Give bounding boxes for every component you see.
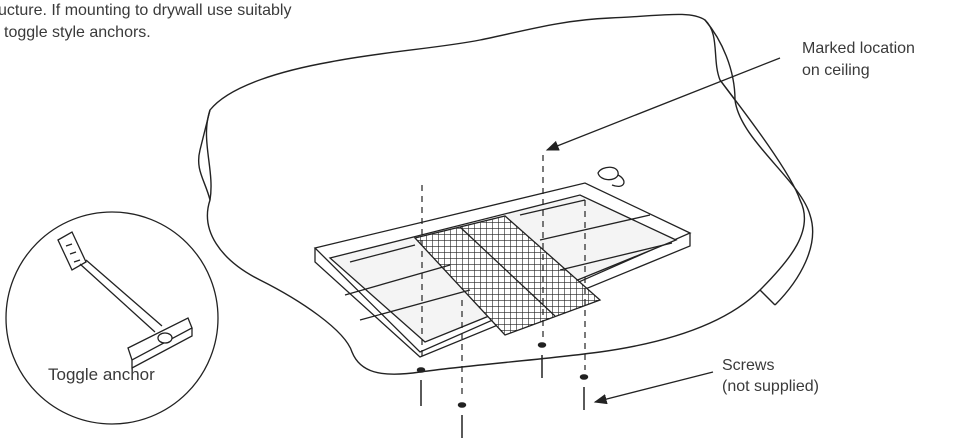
screws-arrow bbox=[593, 371, 714, 405]
marked-location-label-line-2: on ceiling bbox=[802, 62, 870, 79]
screws-note-label: (not supplied) bbox=[722, 378, 819, 395]
toggle-anchor-label: Toggle anchor bbox=[48, 365, 155, 384]
mounting-guide-lines bbox=[421, 155, 586, 398]
screw bbox=[416, 367, 426, 406]
toggle-anchor-illustration bbox=[57, 231, 193, 370]
screw bbox=[537, 342, 547, 378]
marked-location-label: Marked location bbox=[802, 40, 915, 57]
screws-label: Screws bbox=[722, 357, 775, 374]
marked-location-arrow bbox=[545, 57, 781, 151]
screw bbox=[457, 402, 467, 438]
instruction-line-2: toggle style anchors. bbox=[4, 24, 151, 41]
screws bbox=[416, 342, 589, 438]
instruction-line-1: ucture. If mounting to drywall use suita… bbox=[0, 2, 292, 19]
fixture bbox=[313, 166, 692, 358]
toggle-anchor-inset bbox=[5, 211, 219, 425]
screw bbox=[579, 374, 589, 410]
ceiling-outline bbox=[198, 13, 814, 375]
